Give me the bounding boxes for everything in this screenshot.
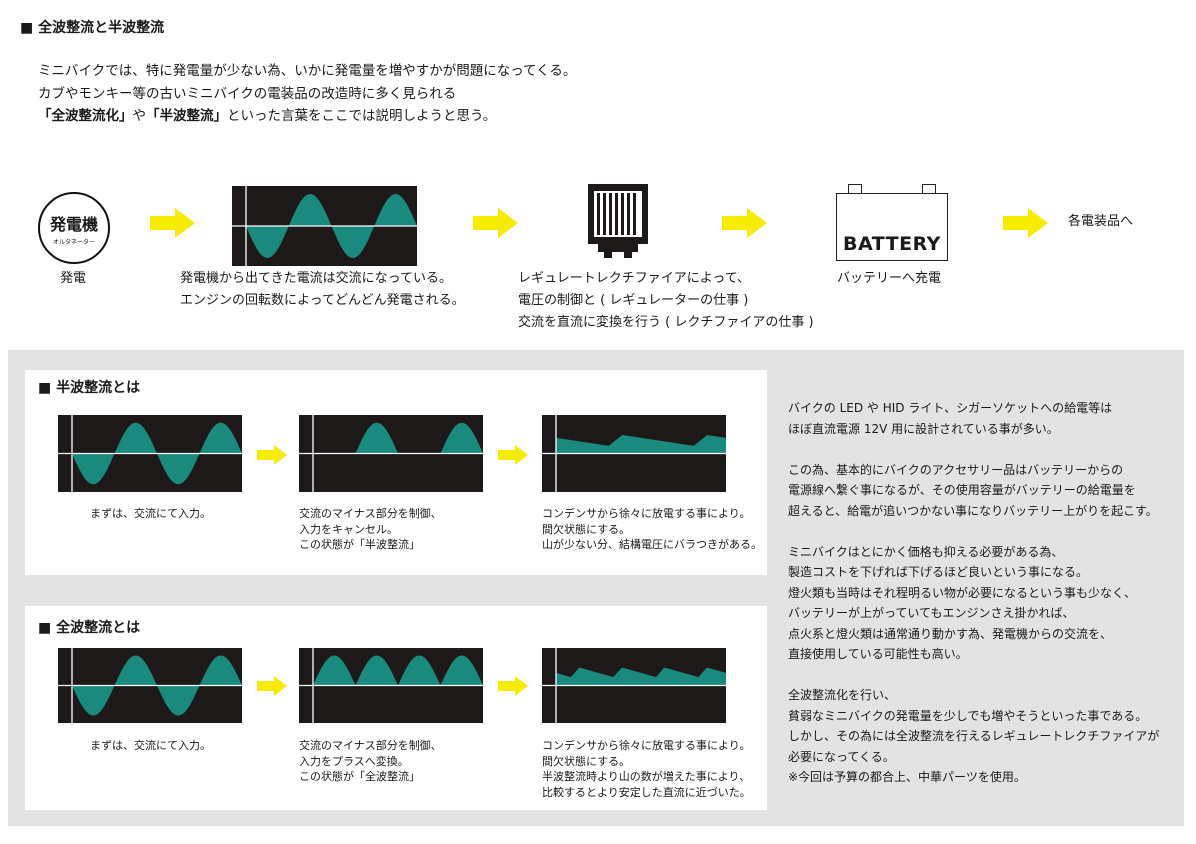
regulator-caption-line-1: レギュレートレクチファイアによって、 (518, 271, 751, 286)
explanation-line: しかし、その為には全波整流を行えるレギュレートレクチファイアが (788, 729, 1160, 743)
half-wave-caption-3: コンデンサから徐々に放電する事により。 間欠状態にする。 山が少ない分、結構電圧… (542, 506, 762, 553)
full-wave-input-svg (58, 648, 242, 723)
explanation-line: 超えると、給電が追いつかない事になりバッテリー上がりを起こす。 (788, 503, 1158, 518)
half-wave-caption-2-line-2: 入力をキャンセル。 (299, 522, 398, 536)
explanation-line: ※今回は予算の都合上、中華パーツを使用。 (788, 770, 1026, 784)
half-wave-rectified-svg (299, 415, 483, 492)
intro-text: ミニバイクでは、特に発電量が少ない為、いかに発電量を増やすかが問題になってくる。… (38, 60, 576, 128)
ac-wave-chart (232, 186, 417, 266)
generator-icon: 発電機 オルタネーター (38, 192, 110, 264)
half-wave-caption-3-line-2: 間欠状態にする。 (542, 522, 631, 536)
regulator-caption: レギュレートレクチファイアによって、 電圧の制御と ( レギュレーターの仕事 )… (518, 268, 814, 334)
explanation-line: ミニバイクはとにかく価格も抑える必要がある為、 (788, 544, 1064, 559)
half-wave-caption-1: まずは、交流にて入力。 (90, 507, 211, 520)
wave-area (556, 435, 726, 454)
arrow-icon (257, 445, 287, 465)
half-wave-input-svg (58, 415, 242, 492)
full-wave-input-chart (58, 648, 242, 723)
generator-sublabel: オルタネーター (52, 239, 95, 246)
explanation-line: 点火系と燈火類は通常通り動かす為、発電機からの交流を、 (788, 626, 1113, 641)
half-wave-title: ■ 半波整流とは (38, 380, 141, 396)
half-wave-rectified-chart (299, 415, 483, 492)
generator-label: 発電機 (49, 215, 98, 234)
wave-area (313, 655, 483, 686)
half-wave-caption-2-line-1: 交流のマイナス部分を制御、 (299, 507, 442, 520)
arrow-icon (473, 208, 518, 238)
page-title: ■ 全波整流と半波整流 (20, 20, 165, 36)
regulator-caption-line-2: 電圧の制御と ( レギュレーターの仕事 ) (518, 293, 749, 308)
full-wave-caption-1: まずは、交流にて入力。 (90, 739, 211, 752)
arrow-icon (498, 676, 528, 696)
ac-caption-line-1: 発電機から出てきた電流は交流になっている。 (180, 271, 452, 286)
half-wave-input-chart (58, 415, 242, 492)
half-wave-caption-2: 交流のマイナス部分を制御、 入力をキャンセル。 この状態が「半波整流」 (299, 506, 442, 553)
wave-area (556, 667, 726, 686)
ac-wave-panel (232, 186, 417, 266)
intro-line-3: 「全波整流化」や「半波整流」といった言葉をここでは説明しようと思う。 (38, 105, 576, 128)
ac-caption-line-2: エンジンの回転数によってどんどん発電される。 (180, 293, 465, 308)
ac-caption: 発電機から出てきた電流は交流になっている。 エンジンの回転数によってどんどん発電… (180, 268, 465, 312)
full-wave-caption-3: コンデンサから徐々に放電する事により。 間欠状態にする。 半波整流時より山の数が… (542, 738, 751, 800)
full-wave-caption-2-line-2: 入力をプラスへ変換。 (299, 754, 409, 768)
half-wave-caption-2-line-3: この状態が「半波整流」 (299, 538, 420, 551)
battery-label: BATTERY (843, 233, 941, 255)
arrow-icon (150, 208, 195, 238)
final-label: 各電装品へ (1068, 214, 1134, 229)
explanation-line: バイクの LED や HID ライト、シガーソケットへの給電等は (788, 401, 1113, 415)
explanation-paragraph-4: 全波整流化を行い、 貧弱なミニバイクの発電量を少しでも増やそうといった事である。… (788, 685, 1159, 788)
intro-term-half: 「半波整流」 (146, 108, 227, 124)
arrow-icon (257, 676, 287, 696)
explanation-line: 製造コストを下げれば下げるほど良いという事になる。 (788, 565, 1089, 579)
full-wave-caption-3-line-4: 比較するとより安定した直流に近づいた。 (542, 785, 751, 799)
explanation-line: バッテリーが上がっていてもエンジンさえ掛かれば、 (788, 606, 1075, 620)
half-wave-caption-3-line-3: 山が少ない分、結構電圧にバラつきがある。 (542, 538, 762, 551)
half-wave-smoothed-svg (542, 415, 726, 492)
full-wave-caption-3-line-2: 間欠状態にする。 (542, 754, 631, 768)
explanation-paragraph-1: バイクの LED や HID ライト、シガーソケットへの給電等は ほぼ直流電源 … (788, 398, 1159, 439)
explanation-text: バイクの LED や HID ライト、シガーソケットへの給電等は ほぼ直流電源 … (788, 398, 1159, 788)
generator-caption: 発電 (60, 271, 87, 286)
explanation-line: 貧弱なミニバイクの発電量を少しでも増やそうといった事である。 (788, 708, 1148, 723)
full-wave-smoothed-svg (542, 648, 726, 723)
wave-area (313, 422, 483, 454)
full-wave-rectified-svg (299, 648, 483, 723)
intro-term-full: 「全波整流化」 (38, 108, 133, 124)
battery-icon: BATTERY (836, 184, 948, 262)
full-wave-caption-2-line-1: 交流のマイナス部分を制御、 (299, 739, 442, 752)
intro-connector: や (132, 108, 147, 124)
explanation-paragraph-3: ミニバイクはとにかく価格も抑える必要がある為、 製造コストを下げれば下げるほど良… (788, 542, 1159, 665)
explanation-line: ほぼ直流電源 12V 用に設計されている事が多い。 (788, 421, 1059, 436)
full-wave-caption-3-line-1: コンデンサから徐々に放電する事により。 (542, 739, 751, 752)
half-wave-smoothed-chart (542, 415, 726, 492)
explanation-line: 燈火類も当時はそれ程明るい物が必要になるという事も少なく、 (788, 585, 1137, 600)
intro-line-1: ミニバイクでは、特に発電量が少ない為、いかに発電量を増やすかが問題になってくる。 (38, 63, 577, 79)
explanation-line: この為、基本的にバイクのアクセサリー品はバッテリーからの (788, 462, 1124, 477)
intro-line-2: カブやモンキー等の古いミニバイクの電装品の改造時に多く見られる (38, 85, 457, 102)
explanation-paragraph-2: この為、基本的にバイクのアクセサリー品はバッテリーからの 電源線へ繋ぐ事になるが… (788, 460, 1159, 522)
explanation-line: 必要になってくる。 (788, 749, 895, 764)
full-wave-rectified-chart (299, 648, 483, 723)
intro-end: といった言葉をここでは説明しようと思う。 (227, 108, 497, 124)
battery-caption: バッテリーへ充電 (837, 271, 942, 286)
half-wave-caption-3-line-1: コンデンサから徐々に放電する事により。 (542, 507, 751, 520)
regulator-caption-line-3: 交流を直流に変換を行う ( レクチファイアの仕事 ) (518, 315, 814, 330)
full-wave-caption-2: 交流のマイナス部分を制御、 入力をプラスへ変換。 この状態が「全波整流」 (299, 738, 442, 785)
explanation-line: 電源線へ繋ぐ事になるが、その使用容量がバッテリーの給電量を (788, 483, 1136, 497)
arrow-icon (722, 208, 767, 238)
regulator-rectifier-icon (586, 182, 650, 264)
arrow-icon (498, 445, 528, 465)
explanation-line: 直接使用している可能性も高い。 (788, 647, 968, 661)
full-wave-smoothed-chart (542, 648, 726, 723)
full-wave-caption-3-line-3: 半波整流時より山の数が増えた事により、 (542, 770, 751, 783)
explanation-line: 全波整流化を行い、 (788, 688, 897, 702)
arrow-icon (1003, 208, 1048, 238)
full-wave-caption-2-line-3: この状態が「全波整流」 (299, 770, 420, 783)
full-wave-title: ■ 全波整流とは (38, 620, 141, 636)
